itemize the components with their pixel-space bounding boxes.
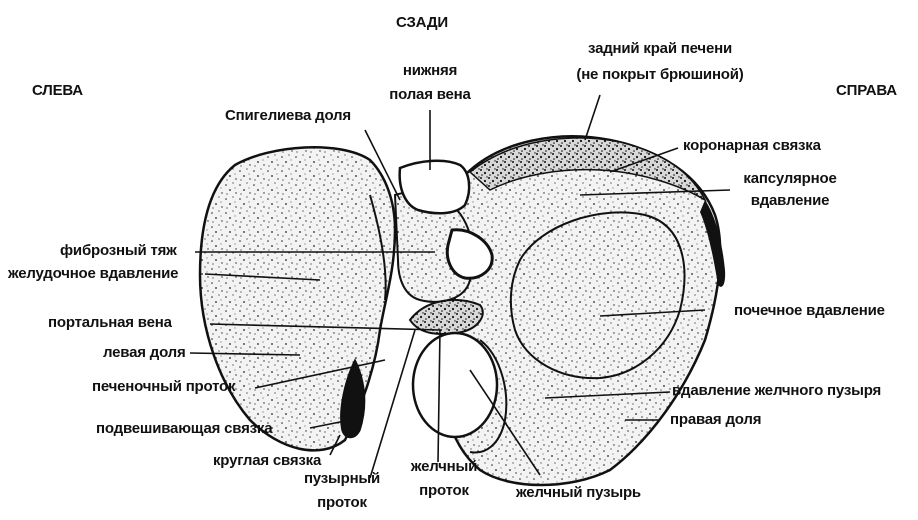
cystic-duct-label-line2: проток	[292, 494, 392, 512]
gallbladder-impression-label: вдавление желчного пузыря	[672, 382, 881, 400]
gallbladder-label: желчный пузырь	[516, 484, 641, 502]
fibrous-cord-label: фиброзный тяж	[60, 242, 177, 260]
coronary-ligament-label: коронарная связка	[683, 137, 821, 155]
left-side-label: СЛЕВА	[32, 82, 83, 100]
renal-impression-label: почечное вдавление	[734, 302, 885, 320]
ivc-label-line1: нижняя	[375, 62, 485, 80]
cystic-duct-label-line1: пузырный	[292, 470, 392, 488]
right-lobe-label: правая доля	[670, 411, 761, 429]
left-lobe-shape	[200, 147, 395, 450]
right-side-label: СПРАВА	[836, 82, 897, 100]
ivc-shape	[400, 161, 469, 214]
gallbladder-shape	[413, 333, 497, 437]
portal-vein-label: портальная вена	[48, 314, 172, 332]
posterior-edge-label-line2: (не покрыт брюшиной)	[545, 66, 775, 84]
posterior-label: СЗАДИ	[393, 14, 451, 32]
capsular-impression-label-line1: капсулярное	[735, 170, 845, 188]
ivc-label-line2: полая вена	[375, 86, 485, 104]
caudate-lobe-label: Спигелиева доля	[225, 107, 351, 125]
gastric-impression-label: желудочное вдавление	[8, 265, 178, 283]
posterior-edge-label-line1: задний край печени	[545, 40, 775, 58]
hepatic-duct-label: печеночный проток	[92, 378, 235, 396]
left-lobe-label: левая доля	[103, 344, 186, 362]
falciform-ligament-label: подвешивающая связка	[96, 420, 272, 438]
capsular-impression-label-line2: вдавление	[735, 192, 845, 210]
bile-duct-label-line1: желчный	[404, 458, 484, 476]
round-ligament-label: круглая связка	[213, 452, 321, 470]
bile-duct-label-line2: проток	[404, 482, 484, 500]
